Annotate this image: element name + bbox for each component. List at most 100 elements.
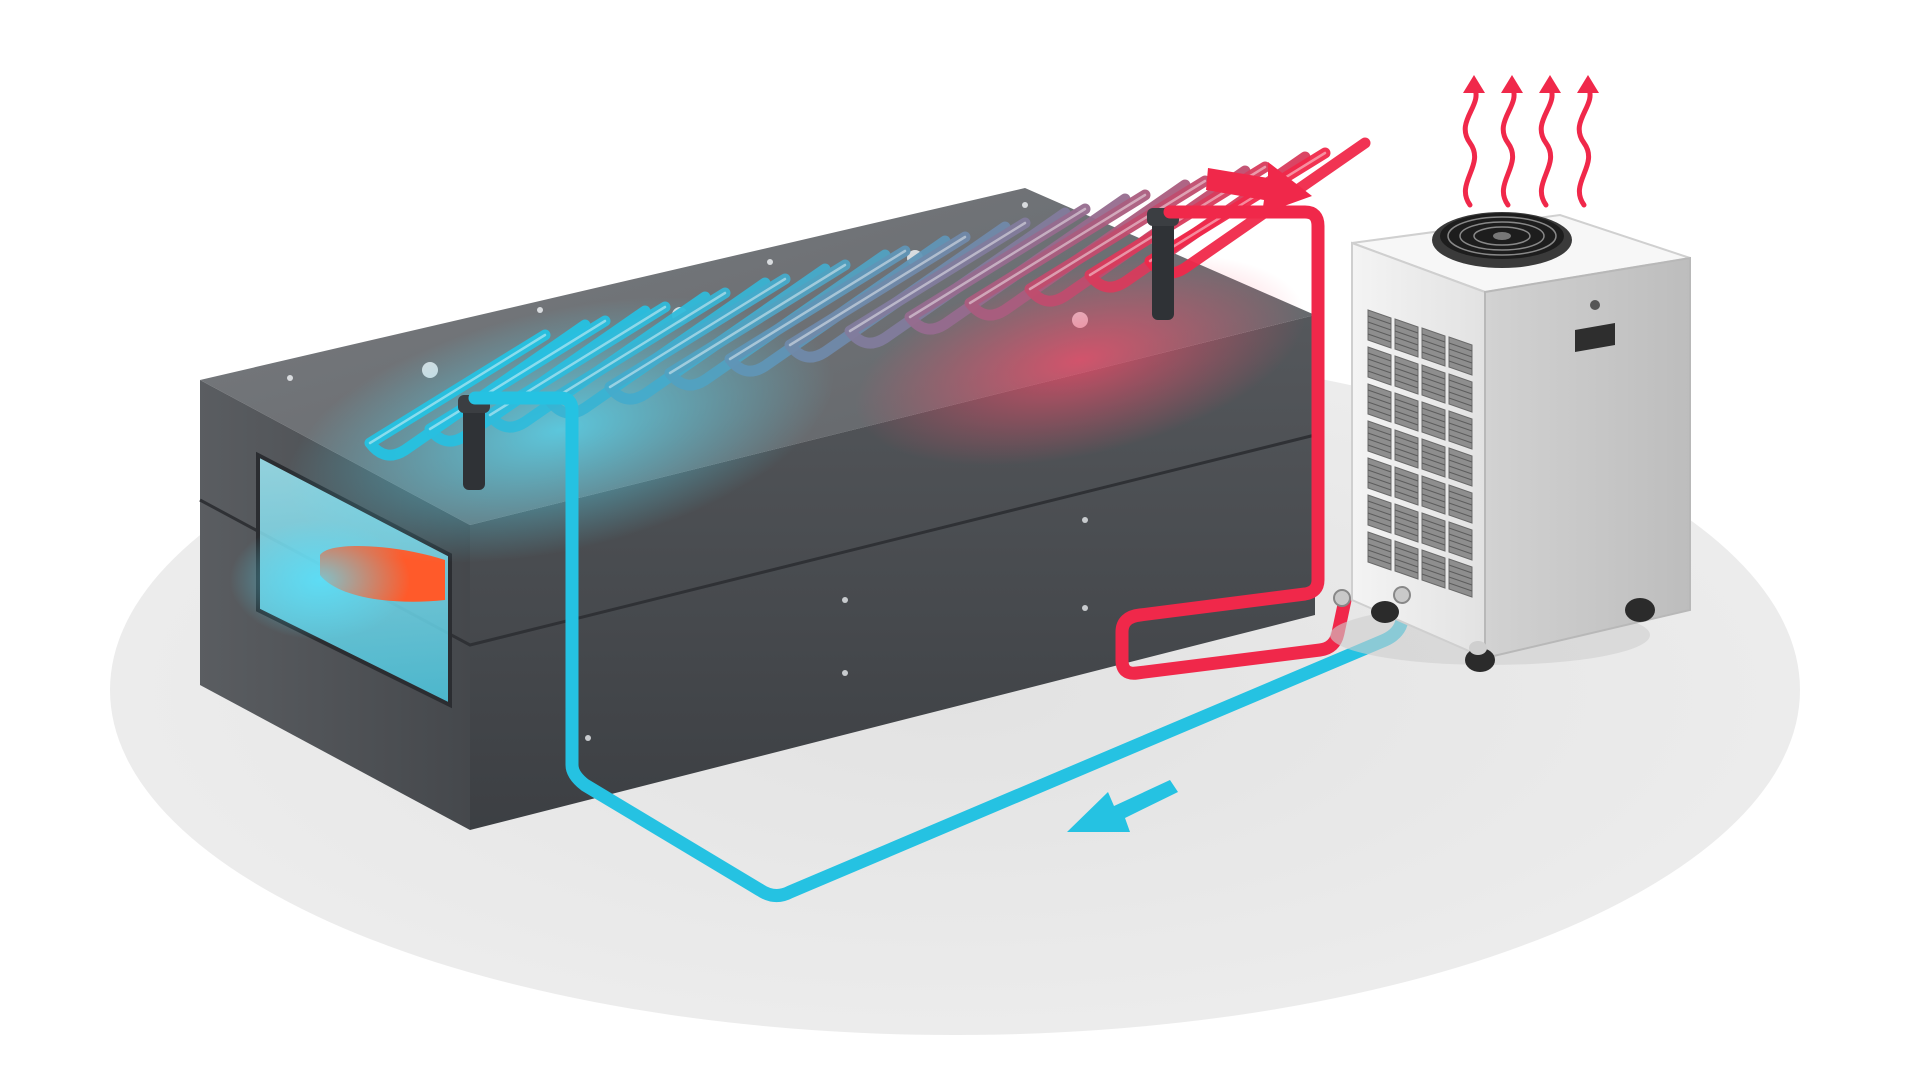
grille-slat [1448,564,1473,574]
grille-slat [1421,351,1446,361]
grille-slat [1367,395,1392,405]
coil-loop [724,235,951,377]
coil-loop [664,249,891,391]
chiller-unit [1330,212,1691,672]
grille-slat [1448,453,1473,463]
grille-cell [1394,429,1419,469]
grille-slat [1448,416,1473,426]
fan-icon [1432,212,1572,268]
grille-cell [1448,336,1473,376]
chiller-side [1484,256,1691,660]
grille-slat [1394,416,1419,426]
coil-loop [604,263,831,405]
grille-slat [1367,463,1392,473]
grille-slat [1394,361,1419,371]
grille-cell [1394,318,1419,358]
coil-loop [964,179,1191,321]
grille-slat [1367,555,1392,565]
grille-slat [1421,487,1446,497]
grille-slat [1421,413,1446,423]
grille-slat [1448,570,1473,580]
grille-cell [1394,355,1419,395]
grille-slat [1367,333,1392,343]
grille-cell [1367,457,1392,497]
grille-slat [1448,391,1473,401]
grille-slat [1448,360,1473,370]
grille-slat [1394,404,1419,414]
grille-slat [1421,561,1446,571]
grille-slat [1421,536,1446,546]
grille-slat [1394,564,1419,574]
grille-slat [1367,426,1392,436]
grille-slat [1394,552,1419,562]
grille-slat [1421,573,1446,583]
grille-slat [1367,401,1392,411]
grille-slat [1394,373,1419,383]
grille-slat [1394,398,1419,408]
grille-slat [1448,527,1473,537]
outlet-fitting [1147,208,1179,320]
grille-slat [1367,500,1392,510]
grille-slat [1421,407,1446,417]
grille-slat [1367,364,1392,374]
grille-slat [1448,342,1473,352]
grille-slat [1421,493,1446,503]
grille-slat [1394,546,1419,556]
grille-slat [1394,472,1419,482]
grille-slat [1394,527,1419,537]
grille-slat [1367,444,1392,454]
grille-slat [1448,533,1473,543]
grille-slat [1367,469,1392,479]
grille-slat [1394,441,1419,451]
grille-slat [1448,379,1473,389]
grille-slat [1367,352,1392,362]
grille-slat [1394,324,1419,334]
coil-highlight [1028,179,1207,291]
grille-cell [1421,512,1446,552]
grille-slat [1394,558,1419,568]
heat-wave-arrowhead [1463,75,1485,93]
grille-slat [1394,453,1419,463]
grille-slat [1367,518,1392,528]
grille-slat [1421,370,1446,380]
coil-loop [904,193,1131,335]
grille-slat [1367,358,1392,368]
grille-slat [1421,499,1446,509]
coil-highlight [908,207,1087,319]
coil-highlight [848,221,1027,333]
grille-slat [1394,484,1419,494]
heat-wave-arrowhead [1539,75,1561,93]
grille-cell [1394,503,1419,543]
grille-slat [1367,481,1392,491]
grille-slat [1367,370,1392,380]
grille-cell [1448,373,1473,413]
heat-exhaust [1462,75,1599,208]
coil-highlight [368,333,547,445]
grille-slat [1448,576,1473,586]
grille-slat [1421,567,1446,577]
grille-slat [1394,410,1419,420]
grille-slat [1448,496,1473,506]
hot-line [1115,205,1352,680]
grille-cell [1394,466,1419,506]
grille-slat [1421,555,1446,565]
grille-slat [1421,419,1446,429]
grille-slat [1394,478,1419,488]
grille-slat [1394,435,1419,445]
grille-cell [1421,401,1446,441]
grille-slat [1421,456,1446,466]
grille-slat [1448,422,1473,432]
grille-slat [1394,515,1419,525]
coil-loop [364,319,591,461]
heat-wave-arrowhead [1577,75,1599,93]
grille-slat [1421,333,1446,343]
grille-slat [1421,388,1446,398]
grille-slat [1367,537,1392,547]
coil-loop [484,291,711,433]
chiller-wheels [1371,598,1655,672]
grille-slat [1367,432,1392,442]
heat-wave-arrowhead [1501,75,1523,93]
grille-slat [1448,490,1473,500]
grille-cell [1367,531,1392,571]
